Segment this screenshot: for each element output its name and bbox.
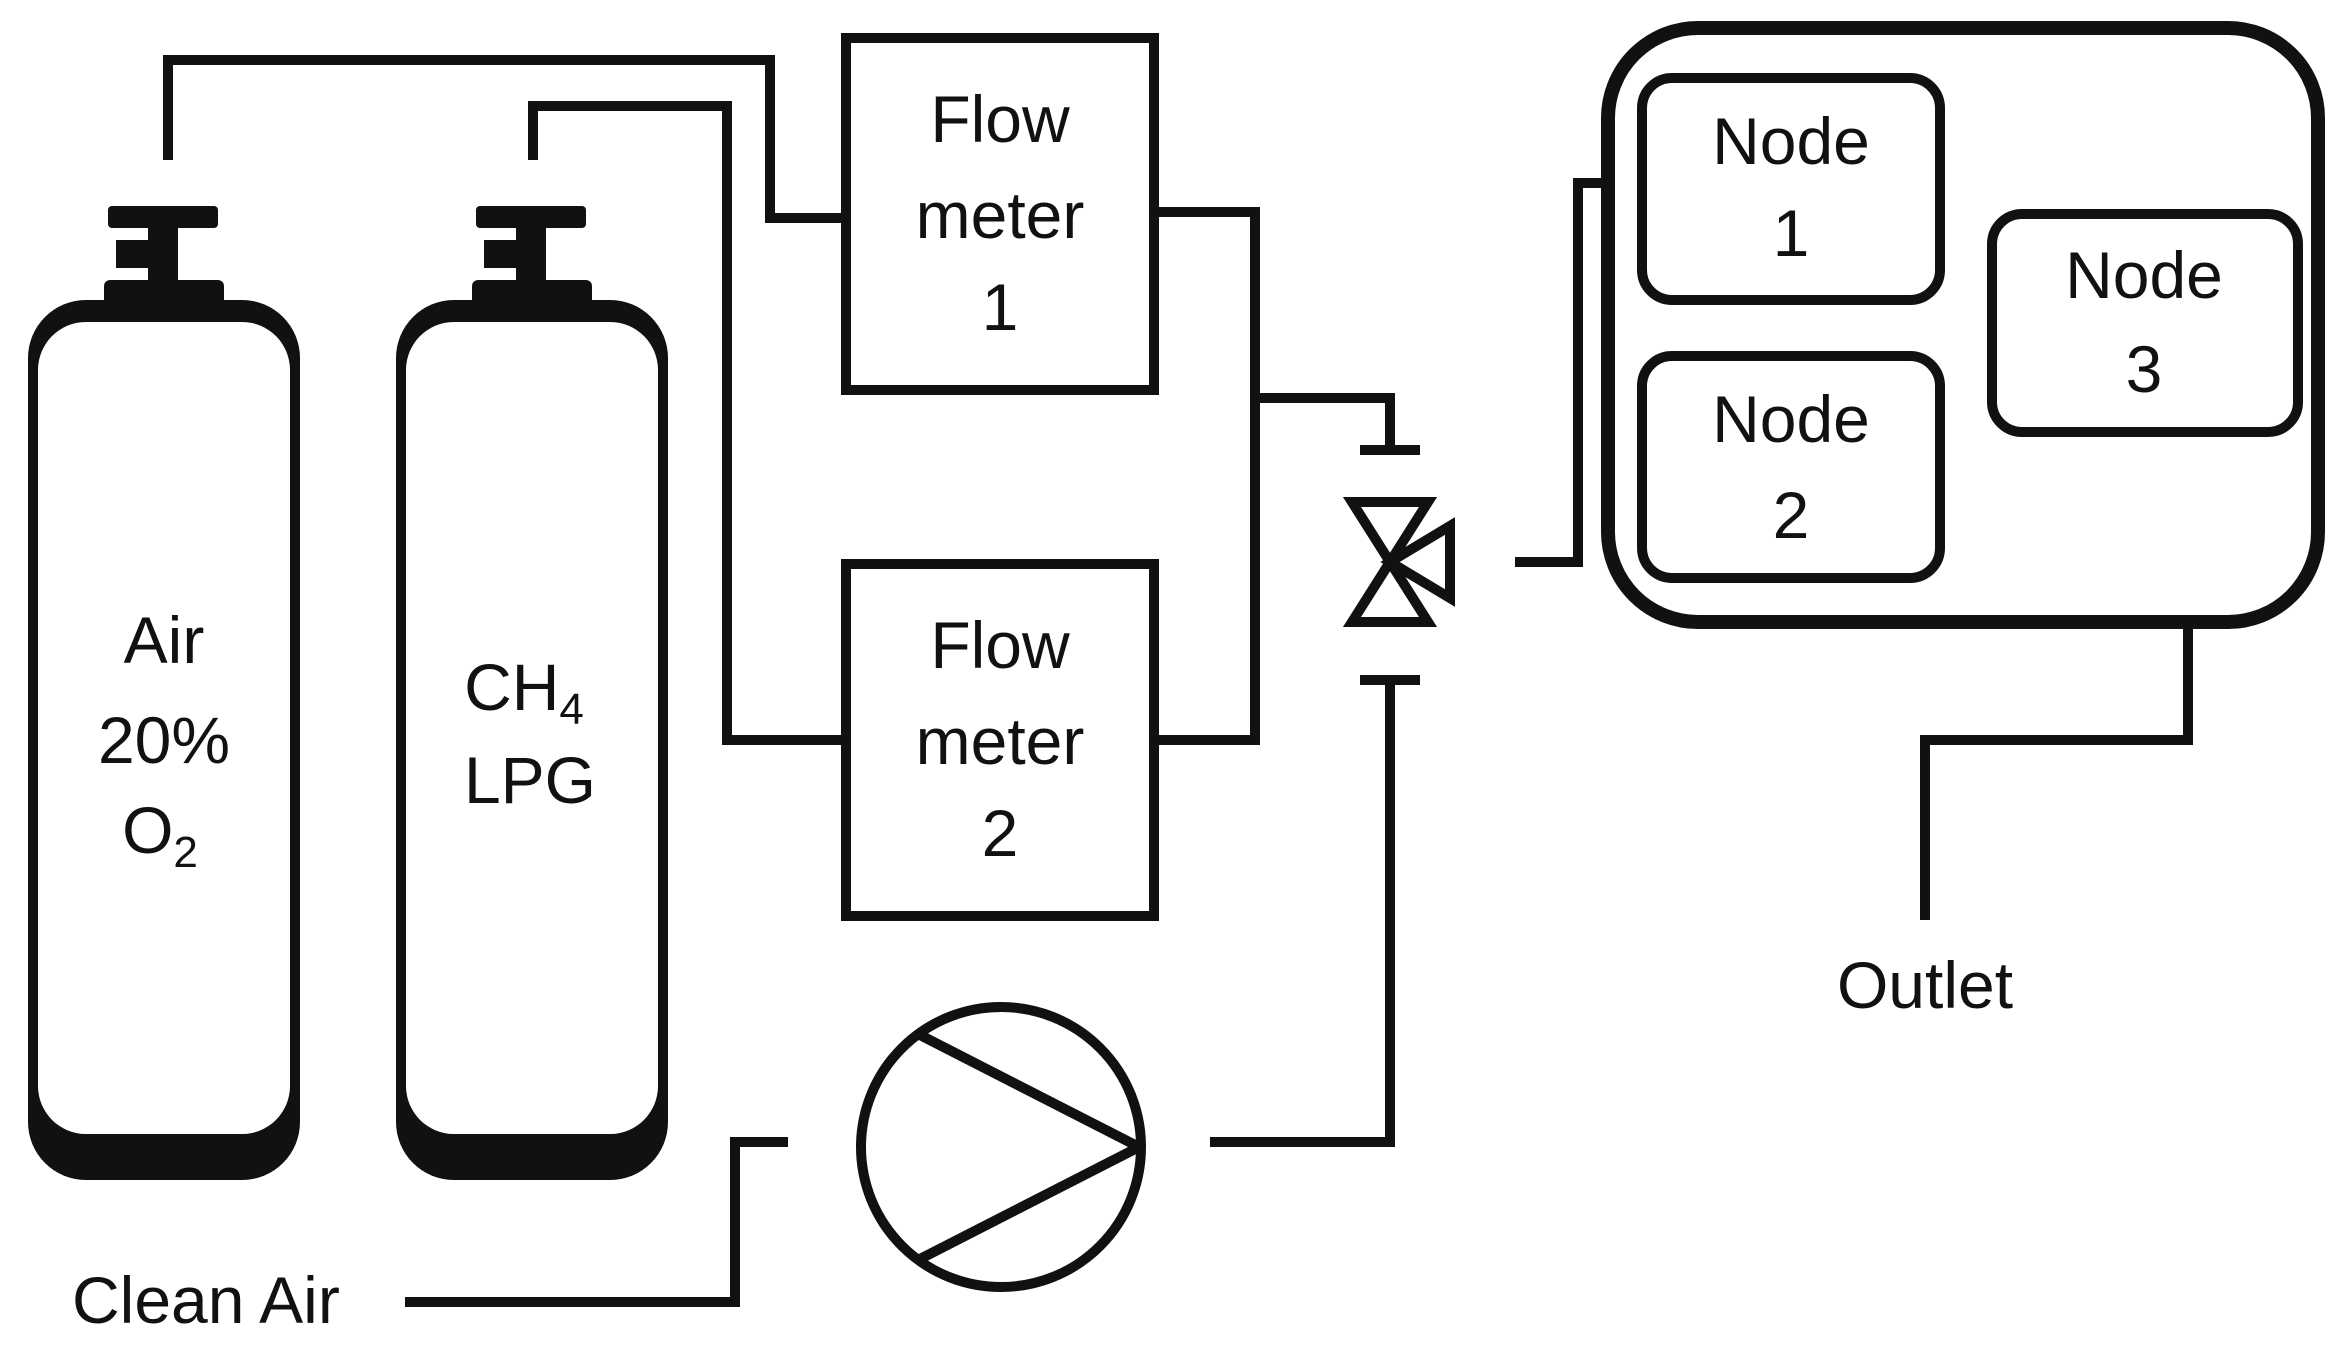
- flow-meter-1-line2: meter: [916, 178, 1085, 252]
- air-cylinder-neck: [104, 280, 224, 310]
- ch4-main: CH: [464, 650, 559, 724]
- node-2: Node 2: [1637, 351, 1945, 583]
- clean-air-label: Clean Air: [72, 1263, 340, 1337]
- air-cylinder-inner: [38, 322, 290, 1134]
- pump-circle: [856, 1002, 1146, 1292]
- air-cylinder-label-line3: O2: [122, 793, 198, 877]
- pipe-air-to-flowmeter-1: [163, 55, 846, 223]
- node-3-box: [1987, 209, 2303, 437]
- air-cylinder-valve-top: [108, 206, 218, 228]
- node-2-line1: Node: [1712, 382, 1870, 456]
- gas-cylinder-valve-top: [476, 206, 586, 228]
- valve-top-triangle: [1342, 497, 1438, 572]
- air-cylinder-valve-stem: [148, 220, 178, 284]
- outlet-label: Outlet: [1837, 948, 2013, 1022]
- node-2-line2: 2: [1773, 478, 1810, 552]
- air-cylinder-valve-side: [116, 240, 152, 268]
- flow-meter-2-line1: Flow: [930, 608, 1070, 682]
- pipe-clean-air-to-pump: [405, 1137, 788, 1307]
- gas-cylinder-valve-side: [484, 240, 520, 268]
- node-1: Node 1: [1637, 73, 1945, 305]
- pipe-merge-to-valve: [1255, 393, 1395, 450]
- pump: [856, 1002, 1146, 1292]
- flow-meter-1-line1: Flow: [930, 82, 1070, 156]
- node-1-line2: 1: [1773, 196, 1810, 270]
- node-1-box: [1637, 73, 1945, 305]
- node-1-line1: Node: [1712, 104, 1870, 178]
- gas-cylinder-inner: [406, 322, 658, 1134]
- flow-meter-1-line3: 1: [982, 270, 1019, 344]
- three-way-valve: [1342, 445, 1455, 685]
- air-cylinder-label-line1: Air: [124, 603, 205, 677]
- pipe-outlet: [1920, 564, 2193, 920]
- flow-meter-2-line2: meter: [916, 704, 1085, 778]
- flow-meter-2: Flow meter 2: [841, 559, 1159, 921]
- valve-bottom-triangle: [1342, 552, 1438, 627]
- pipe-pump-to-valve: [1210, 680, 1395, 1147]
- pipe-flowmeter-1-out: [1158, 207, 1260, 745]
- test-chamber: Node 1 Node 2 Node 3: [1601, 21, 2325, 629]
- o2-main: O: [122, 793, 173, 867]
- node-3-line2: 3: [2126, 332, 2163, 406]
- flow-meter-1-box: [841, 33, 1159, 395]
- flow-meter-2-line3: 2: [982, 796, 1019, 870]
- ch4-subscript: 4: [559, 685, 583, 734]
- pipe-gas-to-flowmeter-2: [528, 101, 846, 745]
- flow-meter-2-box: [841, 559, 1159, 921]
- node-2-box: [1637, 351, 1945, 583]
- gas-cylinder-valve-stem: [516, 220, 546, 284]
- node-3: Node 3: [1987, 209, 2303, 437]
- pump-arrow-lower: [917, 1142, 1142, 1264]
- gas-cylinder: CH4 LPG: [396, 206, 668, 1180]
- pump-arrow-upper: [917, 1030, 1142, 1152]
- gas-cylinder-neck: [472, 280, 592, 310]
- gas-cylinder-label-line2: LPG: [464, 743, 596, 817]
- valve-right-triangle: [1380, 517, 1455, 607]
- gas-cylinder-label-line1: CH4: [464, 650, 584, 734]
- node-3-line1: Node: [2065, 238, 2223, 312]
- air-cylinder: Air 20% O2: [28, 206, 300, 1180]
- o2-subscript: 2: [173, 828, 197, 877]
- air-cylinder-label-line2: 20%: [98, 703, 230, 777]
- pipe-network: [163, 55, 2193, 1307]
- flow-meter-1: Flow meter 1: [841, 33, 1159, 395]
